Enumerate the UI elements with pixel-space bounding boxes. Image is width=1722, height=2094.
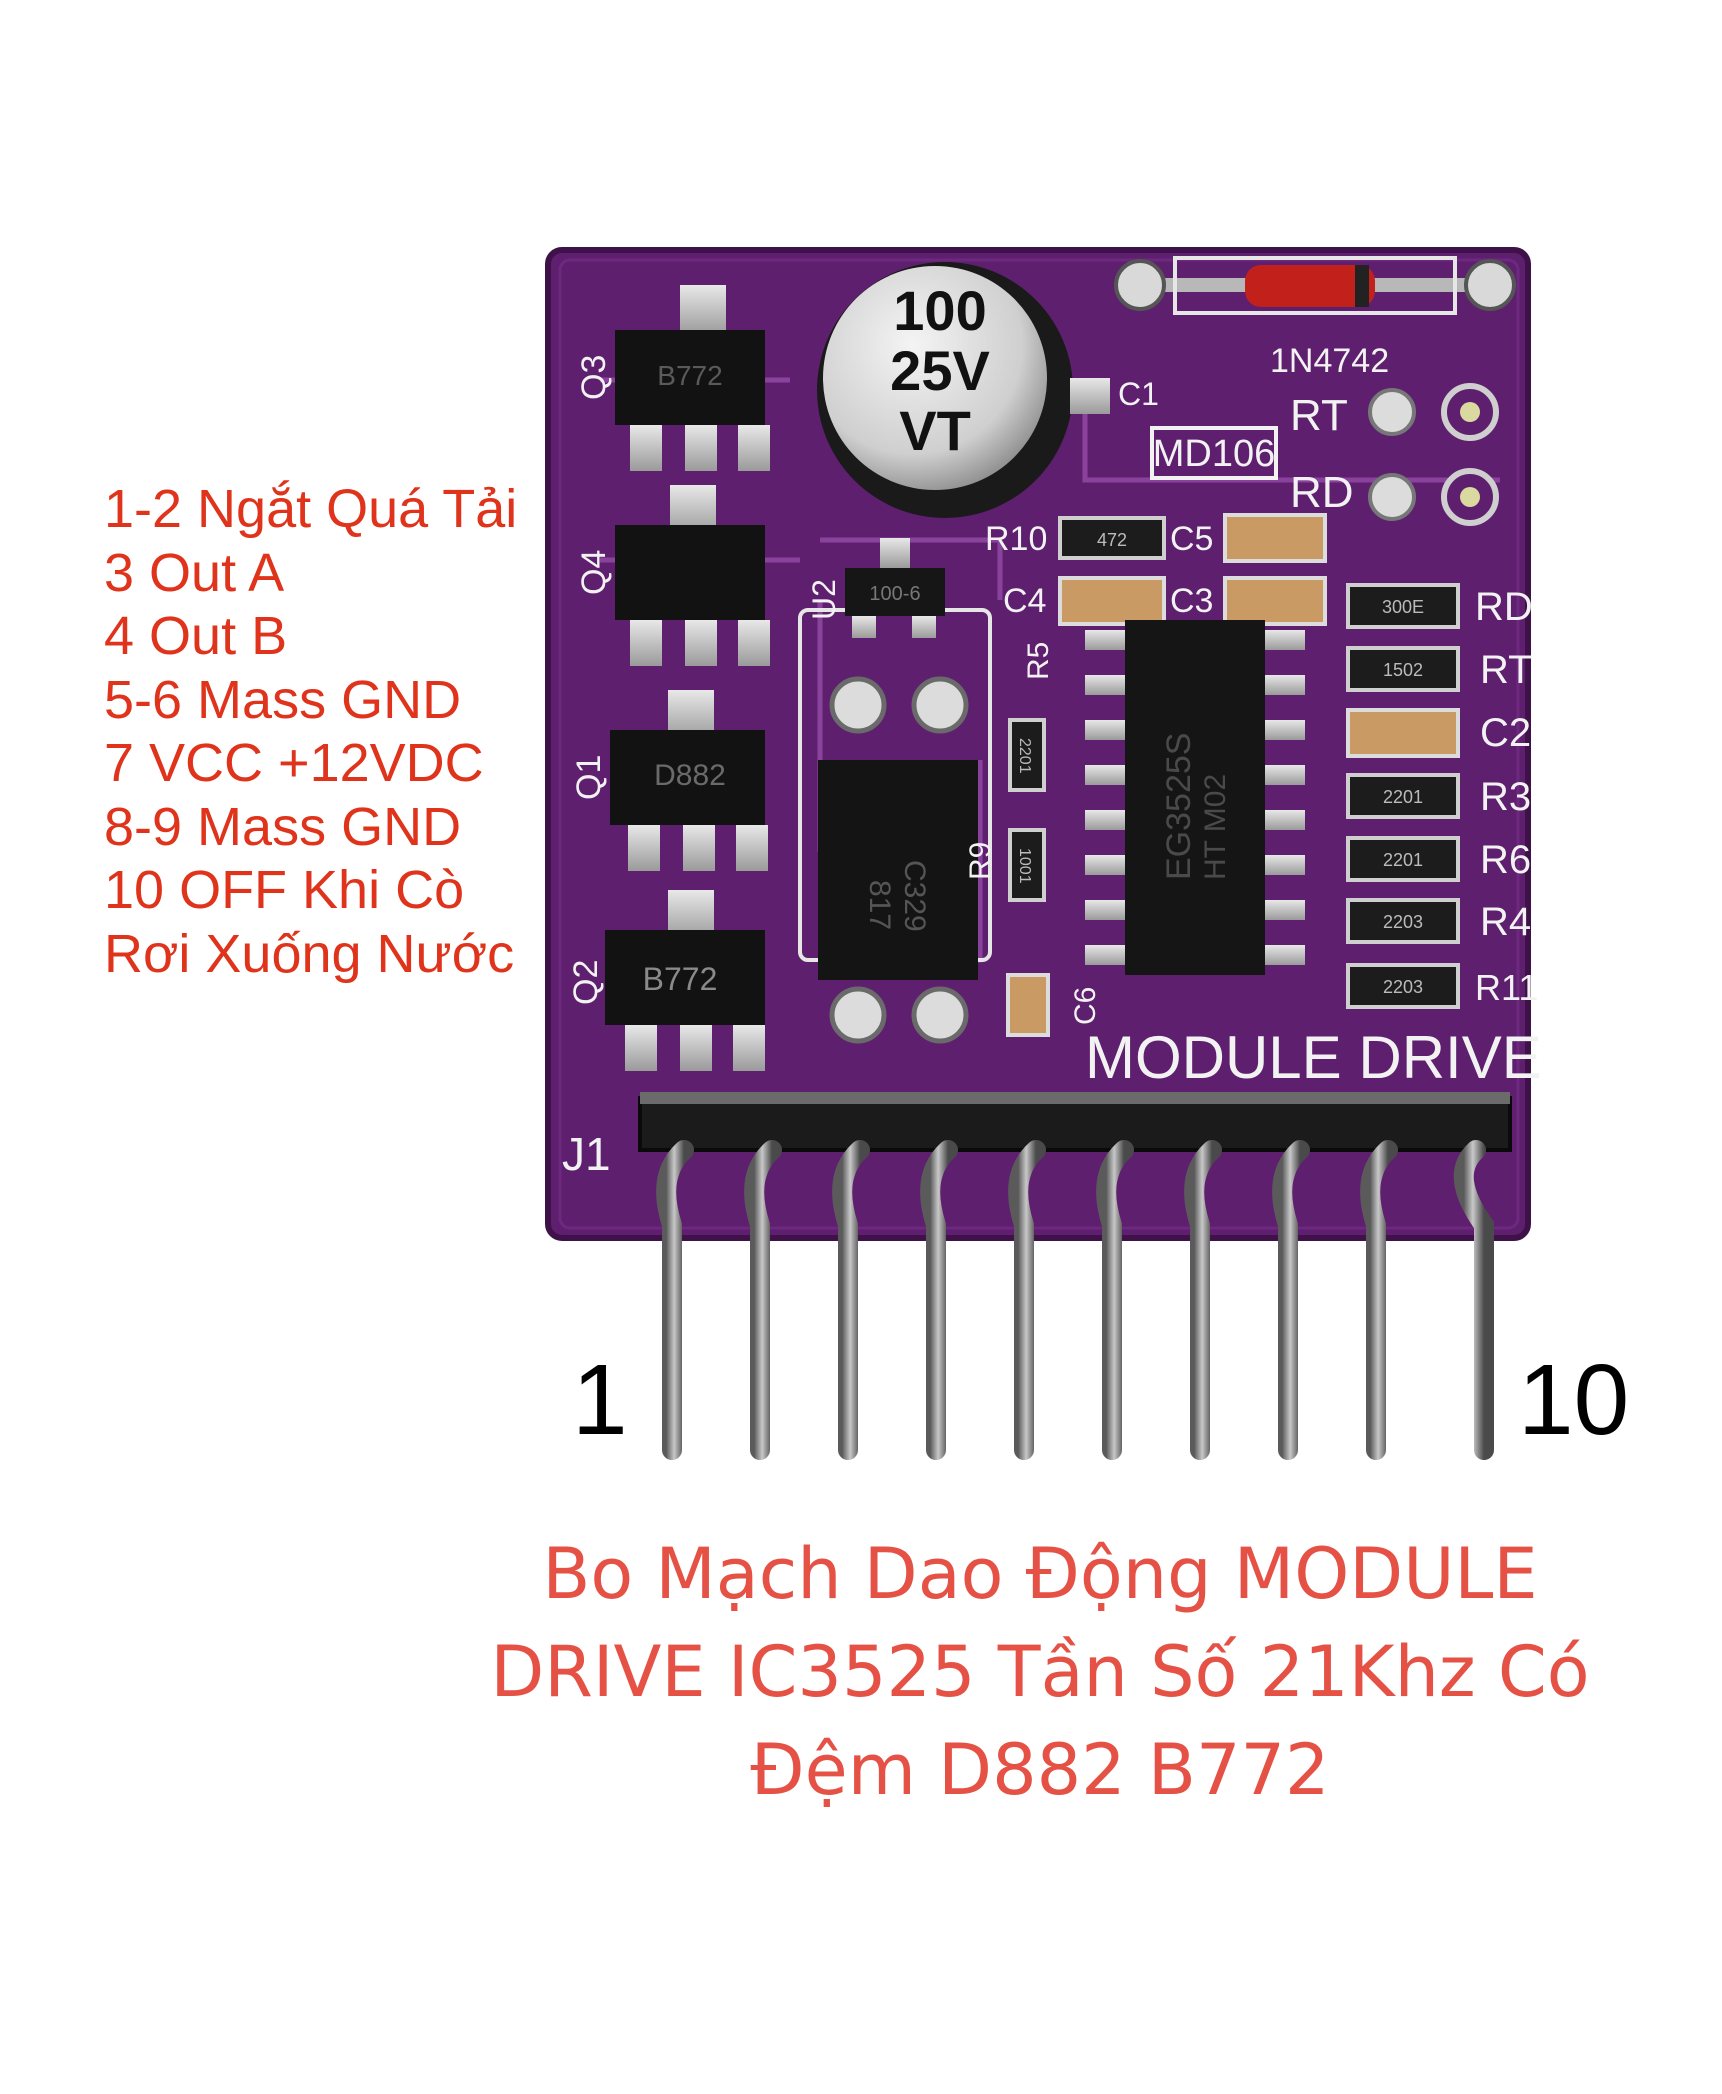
pinout-line: 1-2 Ngắt Quá Tải [104,479,518,539]
q2-marking: B772 [643,961,718,997]
rt-code: 1502 [1383,660,1423,680]
pinout-line: 5-6 Mass GND [104,669,462,730]
header-pin [1360,1140,1398,1460]
product-caption: Bo Mạch Dao Động MODULE DRIVE IC3525 Tần… [360,1525,1720,1819]
q2-ref: Q2 [567,960,605,1005]
caption-line: Bo Mạch Dao Động MODULE [542,1533,1538,1615]
q1-ref: Q1 [570,755,608,800]
r3-ref: R3 [1480,775,1531,819]
right-column: 300E RD 1502 RT C2 2201 R3 2201 R6 2203 … [1346,583,1538,1009]
pin-number-first: 1 [572,1344,628,1456]
header-pin [1096,1140,1134,1460]
rd-pad: RD [1290,468,1499,526]
r10-code: 472 [1097,530,1127,550]
r9-ref: R9 [964,842,997,880]
c3-ref: C3 [1170,582,1213,620]
caption-line: DRIVE IC3525 Tần Số 21Khz Có [490,1631,1590,1713]
c6-ref: C6 [1069,987,1102,1025]
ic-marking-2: HT M02 [1199,774,1232,880]
c2-ref: C2 [1480,711,1531,755]
header-pin [1453,1140,1494,1460]
electrolytic-capacitor: 100 25V VT [817,262,1073,518]
r3-code: 2201 [1383,787,1423,807]
opto-marking-2: C329 [898,860,931,932]
optocoupler: 817 C329 [818,676,978,1044]
r9-code: 1001 [1016,848,1033,884]
pin-number-last: 10 [1518,1344,1630,1456]
diode-label: 1N4742 [1270,342,1389,380]
regulator-u2: 100-6 U2 [806,538,945,638]
header-pin [656,1140,694,1460]
rd-label: RD [1290,468,1354,517]
transistor-q2: B772 Q2 [567,890,765,1071]
r11-code: 2203 [1383,977,1423,997]
c5-ref: C5 [1170,520,1213,558]
rd-ref: RD [1475,585,1533,629]
capacitor-value-3: VT [899,399,971,462]
caption-line: Đệm D882 B772 [750,1729,1330,1811]
r11-ref: R11 [1475,967,1538,1008]
pinout-line: 3 Out A [104,542,285,603]
header-pin [744,1140,782,1460]
pwm-ic: EG3525S HT M02 [1085,620,1305,975]
pinout-legend: 1-2 Ngắt Quá Tải 3 Out A 4 Out B 5-6 Mas… [104,478,517,986]
u2-ref: U2 [806,579,842,620]
header-pin [920,1140,958,1460]
rt-label: RT [1290,391,1348,440]
capacitor-value-1: 100 [893,279,986,342]
pin-header [638,1092,1512,1460]
header-pin [832,1140,870,1460]
zener-diode [1114,256,1516,315]
board-id: MD106 [1153,433,1276,475]
pinout-line: 8-9 Mass GND [104,796,462,857]
transistor-q4: Q4 [575,485,770,666]
r6-ref: R6 [1480,838,1531,882]
r4-ref: R4 [1480,900,1531,944]
header-ref: J1 [562,1128,611,1180]
header-pin [1184,1140,1222,1460]
r5-code: 2201 [1016,738,1033,774]
pinout-line: 4 Out B [104,606,288,666]
header-pin [1008,1140,1046,1460]
rd-code: 300E [1382,597,1424,617]
u2-marking: 100-6 [869,583,920,605]
q3-marking: B772 [657,360,722,391]
header-pin [1272,1140,1310,1460]
pinout-line: 10 OFF Khi Cò [104,860,465,920]
pinout-line: 7 VCC +12VDC [104,733,484,793]
capacitor-ref: C1 [1118,376,1159,412]
rt-ref: RT [1480,648,1533,692]
module-drive-label: MODULE DRIVE [1085,1024,1542,1091]
q4-ref: Q4 [575,550,613,595]
opto-marking-1: 817 [863,880,896,930]
ic-marking-1: EG3525S [1160,733,1198,880]
rt-pad: RT [1290,383,1499,441]
r4-code: 2203 [1383,912,1423,932]
q3-ref: Q3 [575,355,613,400]
pinout-line: Rơi Xuống Nước [104,923,515,984]
transistor-q3: B772 Q3 [575,285,770,471]
r10-ref: R10 [985,520,1047,558]
transistor-q1: D882 Q1 [570,690,768,871]
q1-marking: D882 [654,759,726,792]
capacitor-value-2: 25V [890,339,990,402]
r6-code: 2201 [1383,850,1423,870]
r5-ref: R5 [1022,642,1055,680]
c4-ref: C4 [1003,582,1046,620]
